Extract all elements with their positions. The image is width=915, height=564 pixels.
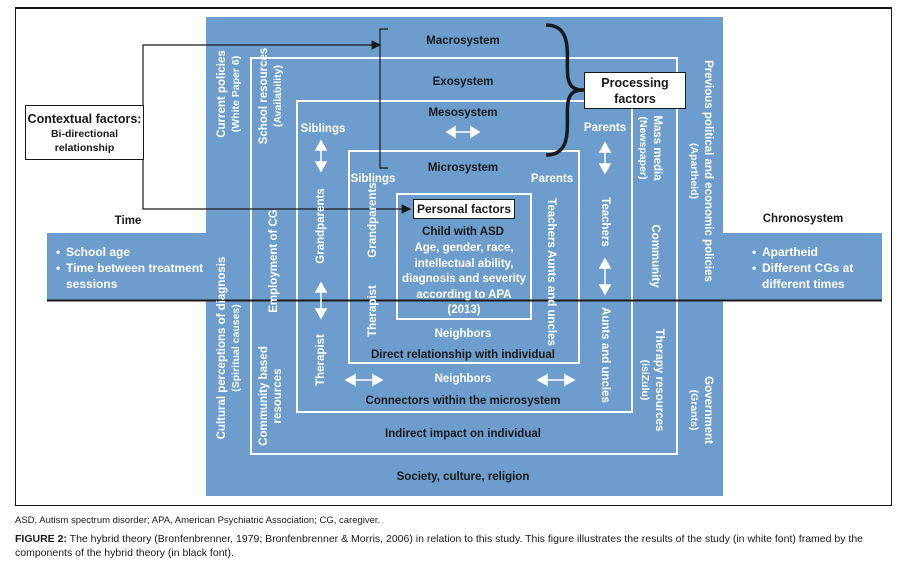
therapy-sub: (isiZulu) (639, 359, 651, 401)
micro-aunts-uncles: Aunts and uncles (545, 250, 557, 346)
community-based-line1: Community based (258, 346, 270, 446)
government-sub: (Grants) (688, 389, 700, 431)
processing-brace (545, 23, 585, 157)
caption-label: FIGURE 2: (15, 533, 67, 545)
previous-sub: (Apartheid) (688, 142, 700, 199)
mass-media-sub: (Newspaper) (637, 116, 649, 180)
government: Government(Grants) (687, 376, 715, 444)
micro-siblings: Siblings (350, 173, 396, 185)
government-text: Government (702, 376, 714, 444)
school-text: School resources (258, 47, 270, 145)
microsystem-label: Microsystem (427, 162, 499, 174)
meso-siblings: Siblings (300, 123, 346, 135)
processing-line1: Processing (601, 76, 669, 90)
contextual-title: Contextual factors: (27, 112, 142, 126)
micro-teachers: Teachers (545, 198, 557, 248)
figure-frame (15, 7, 892, 506)
child-line-3: diagnosis and severity (402, 273, 526, 285)
indirect-impact-label: Indirect impact on individual (385, 428, 541, 440)
system-bracket (379, 28, 388, 169)
therapy-resources: Therapy resources(isiZulu) (638, 329, 666, 432)
time-item-continued: sessions (66, 277, 118, 291)
right-lower-vertical-arrow (598, 257, 612, 296)
community-based-line2: resources (272, 368, 284, 424)
micro-therapist: Therapist (367, 285, 379, 337)
connectors-label: Connectors within the microsystem (365, 395, 561, 407)
contextual-factors-box: Contextual factors: Bi-directional relat… (25, 105, 144, 160)
chronosystem-label: Chronosystem (762, 213, 844, 225)
micro-parents: Parents (530, 173, 574, 185)
neighbors-left-arrow (344, 373, 384, 387)
chrono-item: Apartheid (752, 244, 853, 260)
chrono-item-continued: different times (762, 277, 845, 291)
chrono-item: Different CGs at (752, 260, 853, 276)
cultural-perceptions: Cultural perceptions of diagnosis(Spirit… (215, 257, 243, 440)
mass-media-text: Mass media (651, 115, 663, 181)
personal-factors-box: Personal factors (413, 199, 515, 219)
child-line-2: intellectual ability, (414, 258, 514, 270)
child-line-1: Age, gender, race, (414, 242, 514, 254)
meso-teachers: Teachers (599, 197, 611, 247)
exosystem-box (250, 57, 678, 455)
employment-of-cg: Employment of CG (268, 209, 280, 313)
direct-relationship-label: Direct relationship with individual (370, 349, 556, 361)
school-sub: (Availability) (272, 64, 284, 128)
meso-aunts-uncles: Aunts and uncles (599, 307, 611, 403)
school-resources: School resources(Availability) (257, 48, 285, 145)
processing-line2: factors (614, 92, 656, 106)
mesosystem-label: Mesosystem (428, 107, 498, 119)
white-arrows (314, 125, 612, 387)
therapy-text: Therapy resources (653, 328, 665, 432)
processing-factors-box: Processing factors (584, 72, 686, 109)
neighbors-right-arrow (536, 373, 576, 387)
micro-grandparents: Grandparents (367, 182, 379, 258)
footnote: ASD, Autism spectrum disorder; APA, Amer… (15, 515, 381, 526)
meso-therapist: Therapist (315, 334, 327, 386)
figure-caption: FIGURE 2: The hybrid theory (Bronfenbren… (15, 532, 895, 560)
mass-media: Mass media(Newspaper) (636, 115, 664, 180)
previous-text: Previous political and economic policies (702, 60, 714, 282)
time-item: Time between treatment (56, 260, 203, 276)
time-item: School age (56, 244, 203, 260)
previous-policies: Previous political and economic policies… (687, 60, 715, 282)
meso-horizontal-arrow (445, 125, 481, 139)
contextual-sub1: Bi-directional (50, 128, 119, 140)
current-policies-sub: (White Paper 6) (230, 55, 242, 133)
left-lower-vertical-arrow (314, 281, 328, 320)
cultural-sub: (Spiritual causes) (230, 304, 242, 392)
microsystem-box (348, 150, 580, 364)
contextual-sub2: relationship (54, 142, 115, 154)
mesosystem-box (296, 100, 633, 413)
community: Community (649, 224, 661, 288)
child-line-5: (2013) (447, 304, 481, 316)
left-upper-vertical-arrow (314, 139, 328, 173)
society-label: Society, culture, religion (396, 471, 530, 483)
current-policies-text: Current policies (216, 50, 228, 138)
time-label: Time (114, 215, 142, 227)
caption-text: The hybrid theory (Bronfenbrenner, 1979;… (15, 533, 863, 559)
meso-parents: Parents (583, 122, 627, 134)
child-line-4: according to APA (416, 289, 512, 301)
exosystem-label: Exosystem (432, 76, 494, 88)
current-policies: Current policies(White Paper 6) (215, 50, 243, 138)
micro-neighbors: Neighbors (434, 328, 492, 340)
meso-grandparents: Grandparents (315, 188, 327, 264)
child-title: Child with ASD (422, 226, 504, 238)
cultural-text: Cultural perceptions of diagnosis (216, 256, 228, 440)
meso-neighbors: Neighbors (434, 373, 492, 385)
arrow-to-macro (142, 40, 382, 132)
child-box (396, 193, 532, 320)
macrosystem-label: Macrosystem (426, 35, 500, 47)
right-upper-vertical-arrow (598, 141, 612, 175)
